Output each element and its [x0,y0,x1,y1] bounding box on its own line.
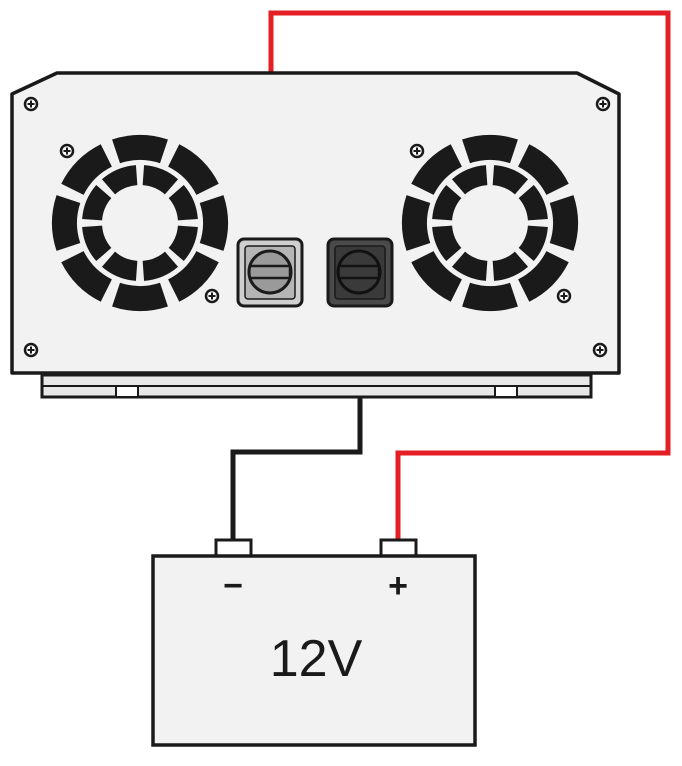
fan-grille-slot [168,225,198,262]
fan-grille-right [402,135,578,311]
fan-grille-slot [52,195,81,251]
inverter-foot-left [115,385,139,398]
fan-grille-slot [432,225,462,262]
fan-grille-slot [518,251,569,302]
fan-grille-slot [462,282,518,311]
screw-icon [23,96,39,112]
fan-grille-slot [451,165,488,195]
terminal-knob-icon [336,249,382,295]
fan-grille-slot [518,184,548,221]
fan-grille-slot [549,195,578,251]
screw-icon [409,143,425,159]
fan-grille-slot [168,144,219,195]
screw-icon [595,96,611,112]
fan-grille-slot [112,135,168,164]
fan-grille-slot [492,165,529,195]
fan-grille-slot [199,195,228,251]
battery-voltage-label: 12V [270,630,363,688]
fan-grille-slot [82,225,112,262]
screw-icon [59,143,75,159]
inverter-foot-right [494,385,518,398]
screw-icon [592,342,608,358]
battery-positive-symbol: + [388,567,408,605]
screw-icon [23,342,39,358]
fan-grille-slot [142,165,179,195]
fan-grille-slot [168,184,198,221]
fan-grille-slot [451,251,488,281]
inverter-rear-panel [10,71,621,375]
fan-grille-slot [101,165,138,195]
battery-negative-symbol: − [223,567,243,605]
screw-icon [556,288,572,304]
fan-grille-slot [492,251,529,281]
fan-grille-slot [518,225,548,262]
fan-grille-slot [61,251,112,302]
fan-grille-slot [462,135,518,164]
positive-wire [268,10,671,545]
power-inverter [10,71,621,399]
fan-grille-slot [411,251,462,302]
fan-grille-slot [518,144,569,195]
positive-terminal [236,237,304,308]
fan-grille-slot [142,251,179,281]
fan-grille-slot [112,282,168,311]
terminal-knob-icon [247,249,293,295]
fan-grille-slot [168,251,219,302]
fan-grille-slot [411,144,462,195]
fan-grille-slot [432,184,462,221]
fan-grille-slot [402,195,431,251]
negative-terminal [326,237,394,308]
fan-grille-slot [101,251,138,281]
screw-icon [204,288,220,304]
fan-grille-left [52,135,228,311]
battery-body [151,554,477,747]
battery: − + 12V [151,538,477,747]
fan-grille-slot [61,144,112,195]
fan-grille-slot [82,184,112,221]
